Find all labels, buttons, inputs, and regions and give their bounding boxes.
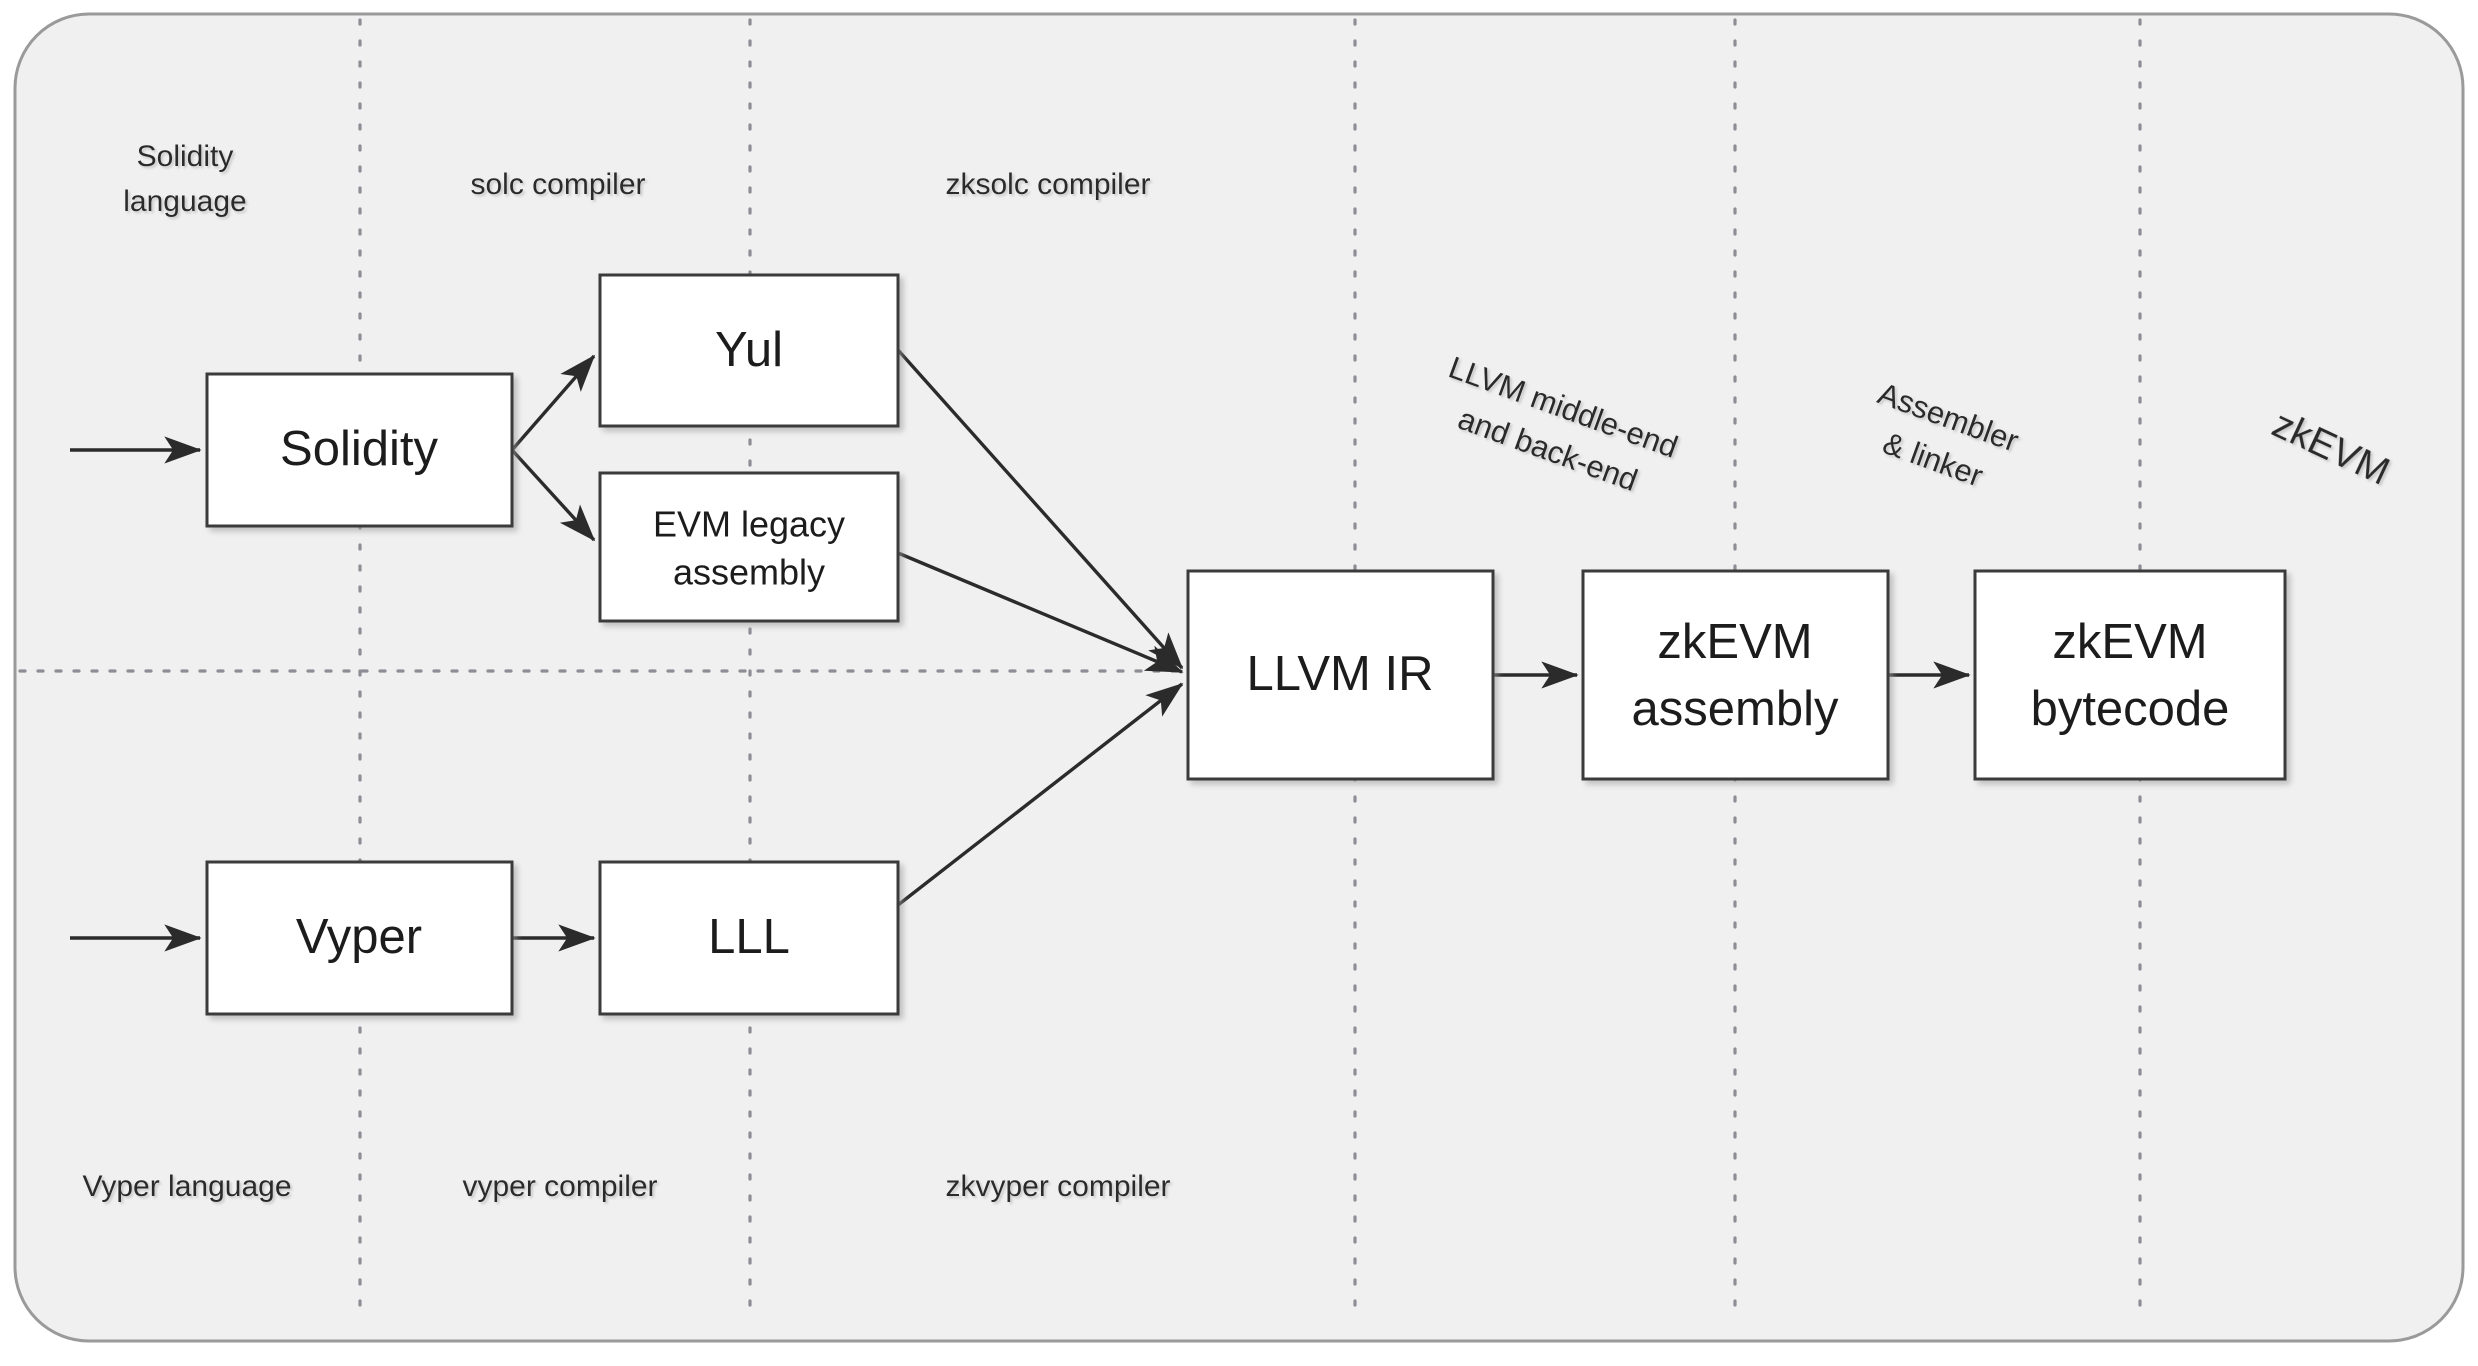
node-lll[interactable]: LLL: [598, 860, 900, 1016]
edge-yul-to-llvm-ir: [896, 348, 1184, 670]
node-solidity[interactable]: Solidity: [205, 372, 514, 528]
node-yul-box[interactable]: [598, 273, 900, 428]
lane-label-solidity-language-line1: Solidity: [137, 140, 234, 173]
edge-solidity-to-yul: [510, 354, 596, 452]
node-evm-legacy-assembly-box[interactable]: [598, 471, 900, 623]
node-lll-box[interactable]: [598, 860, 900, 1016]
lane-dividers-vertical: [358, 18, 2142, 1314]
node-yul-label: Yul: [715, 323, 783, 377]
node-zkevm-bytecode-label-line1: zkEVM: [2052, 615, 2207, 669]
node-llvm-ir-label: LLVM IR: [1247, 647, 1434, 701]
edges: [70, 348, 1971, 952]
node-evm-legacy-assembly-label-line2: assembly: [673, 552, 825, 593]
lane-label-zkvyper-compiler: zkvyper compiler: [945, 1170, 1170, 1203]
node-evm-legacy-assembly[interactable]: EVM legacy assembly: [598, 471, 900, 623]
node-zkevm-assembly-label-line2: assembly: [1632, 682, 1839, 736]
nodes: Solidity Yul EVM legacy assembly LLVM IR…: [205, 273, 2287, 1016]
node-evm-legacy-assembly-label-line1: EVM legacy: [653, 504, 845, 545]
node-solidity-box[interactable]: [205, 372, 514, 528]
node-zkevm-assembly-label-line1: zkEVM: [1657, 615, 1812, 669]
node-vyper[interactable]: Vyper: [205, 860, 514, 1016]
lane-label-solc-compiler: solc compiler: [470, 168, 645, 201]
node-zkevm-bytecode-box[interactable]: [1973, 569, 2287, 781]
lane-labels-bottom: Vyper language vyper compiler zkvyper co…: [82, 1170, 1170, 1203]
edge-lll-to-llvm-ir: [896, 682, 1184, 907]
lane-label-zksolc-compiler: zksolc compiler: [945, 168, 1150, 201]
node-vyper-label: Vyper: [296, 910, 422, 964]
node-llvm-ir-box[interactable]: [1186, 569, 1495, 781]
edge-solidity-to-evm-legacy: [510, 448, 596, 542]
node-llvm-ir[interactable]: LLVM IR: [1186, 569, 1495, 781]
node-vyper-box[interactable]: [205, 860, 514, 1016]
lane-label-vyper-compiler: vyper compiler: [462, 1170, 657, 1203]
node-solidity-label: Solidity: [280, 422, 438, 476]
node-zkevm-assembly-box[interactable]: [1581, 569, 1890, 781]
lane-labels-top: Solidity language solc compiler zksolc c…: [123, 140, 1150, 218]
lane-label-vyper-language: Vyper language: [82, 1170, 291, 1203]
edge-evm-legacy-to-llvm-ir: [897, 551, 1184, 674]
node-zkevm-bytecode-label-line2: bytecode: [2031, 682, 2230, 736]
node-yul[interactable]: Yul: [598, 273, 900, 428]
node-zkevm-assembly[interactable]: zkEVM assembly: [1581, 569, 1890, 781]
node-zkevm-bytecode[interactable]: zkEVM bytecode: [1973, 569, 2287, 781]
node-lll-label: LLL: [708, 910, 790, 964]
lane-label-solidity-language-line2: language: [123, 185, 246, 218]
